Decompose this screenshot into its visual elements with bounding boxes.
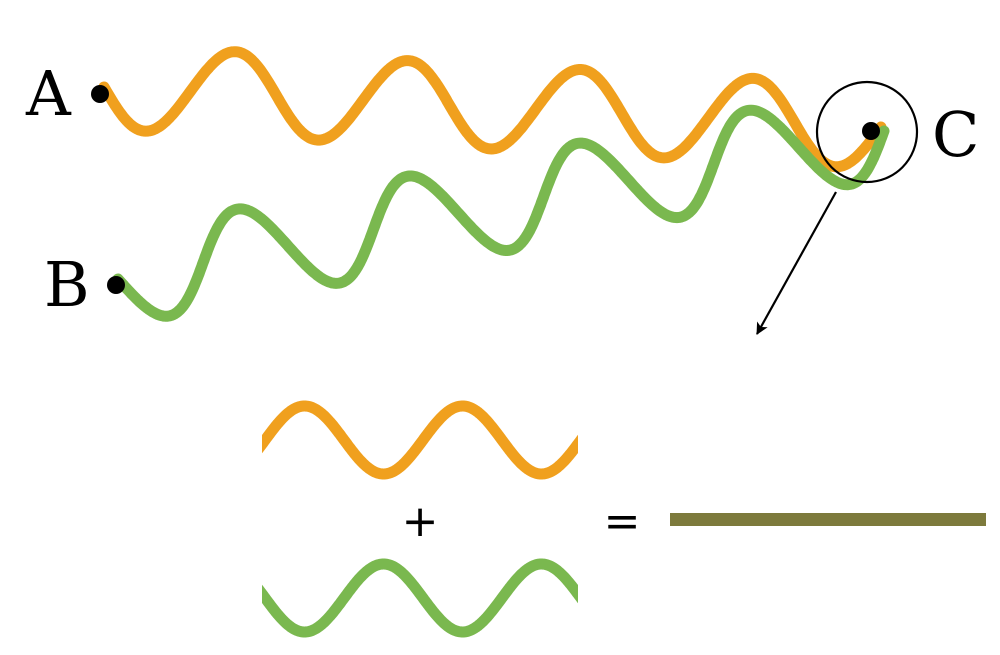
- wave-a-zoomed: [262, 400, 578, 480]
- label-c: C: [932, 98, 979, 171]
- zoom-arrow: [756, 191, 837, 335]
- point-c-magnifier-circle: [815, 80, 919, 184]
- equals-sign: =: [604, 496, 641, 547]
- wave-b-zoomed: [262, 558, 578, 638]
- point-b-dot: [107, 276, 125, 294]
- point-a-dot: [91, 85, 109, 103]
- label-b: B: [44, 248, 90, 321]
- wave-from-b: [112, 104, 890, 322]
- plus-sign: +: [402, 496, 439, 547]
- wave-from-a: [98, 46, 887, 173]
- resulting-flat-line: [670, 513, 986, 526]
- point-c-dot: [862, 122, 880, 140]
- label-a: A: [25, 57, 72, 130]
